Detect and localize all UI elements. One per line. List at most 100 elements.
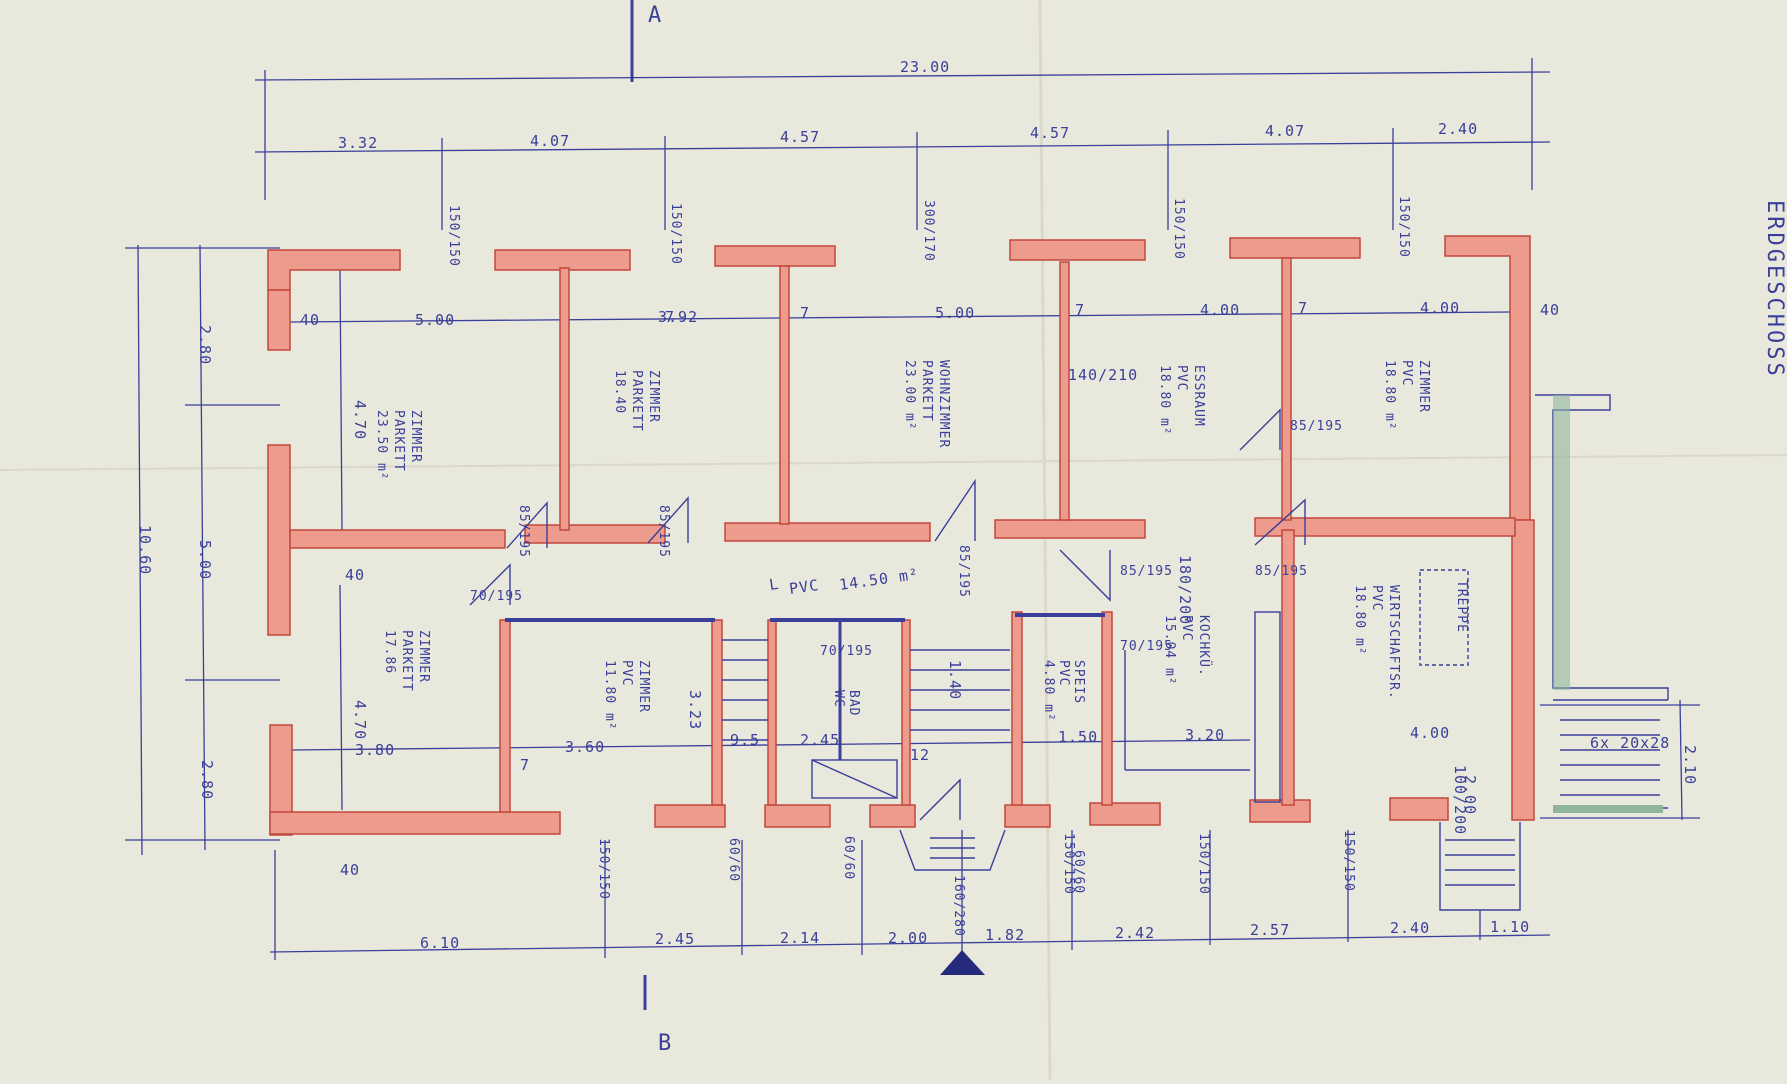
dimension-lines	[125, 0, 1700, 1010]
top-dimension-labels: 3.32 4.07 4.57 4.57 4.07 2.40	[338, 120, 1477, 152]
walls	[267, 235, 1535, 836]
misc-mark: 40	[1540, 301, 1560, 319]
room-width: 5.00	[415, 311, 455, 329]
bottom-dim: 6.10	[420, 934, 460, 952]
door-mark: 85/195	[1120, 564, 1173, 579]
bottom-dim: 1.10	[1490, 918, 1530, 936]
misc-mark: 1.40	[946, 660, 964, 700]
room-name: ZIMMER	[408, 410, 423, 463]
room-width: 3.60	[565, 738, 605, 756]
misc-mark: 140/210	[1068, 366, 1138, 384]
top-dim: 4.07	[530, 132, 570, 150]
window-mark: 150/150	[1196, 833, 1211, 895]
terrace-edge	[1553, 395, 1570, 690]
room-labels: ZIMMER PARKETT 23.50 m² 5.00 4.70 ZIMMER…	[351, 299, 1469, 759]
bottom-dim: 2.57	[1250, 921, 1290, 939]
top-dim: 4.57	[1030, 124, 1070, 142]
misc-mark: 2.10	[1681, 745, 1699, 785]
bottom-dimension-labels: 6.10 2.45 2.14 2.00 1.82 2.42 2.57 2.40 …	[420, 918, 1530, 952]
misc-mark: 180/200	[1176, 555, 1194, 625]
top-dim: 4.07	[1265, 122, 1305, 140]
misc-mark: 100/200	[1451, 765, 1469, 835]
misc-mark: 7	[800, 304, 810, 322]
room-width: 4.00	[1200, 301, 1240, 319]
sill-mark: 60/60	[726, 838, 741, 882]
room-floor: PARKETT	[629, 370, 644, 432]
bottom-dim: 2.45	[655, 930, 695, 948]
door-mark: 70/195	[470, 589, 523, 604]
misc-mark: 7	[665, 308, 675, 326]
room-floor: PVC	[1399, 360, 1414, 386]
door-mark: 85/195	[516, 505, 531, 558]
paper-fold	[0, 454, 1787, 471]
bottom-dim: 2.42	[1115, 924, 1155, 942]
room-floor: PVC	[619, 660, 634, 686]
left-dim: 2.80	[198, 760, 216, 800]
room-floor: PVC	[1179, 615, 1194, 641]
bottom-dim: 2.40	[1390, 919, 1430, 937]
room-area: 17.86	[382, 630, 397, 674]
hall-name: L	[768, 575, 780, 594]
room-name: WOHNZIMMER	[936, 360, 951, 448]
room-depth: 4.70	[351, 400, 369, 440]
room-floor: PARKETT	[391, 410, 406, 472]
misc-mark: 7	[1075, 301, 1085, 319]
room-area: 11.80 m²	[602, 660, 617, 731]
room-floor: PARKETT	[919, 360, 934, 422]
left-dim: 5.00	[196, 540, 214, 580]
door-mark: 70/195	[820, 644, 873, 659]
room-area: 23.50 m²	[374, 410, 389, 481]
room-width: 4.00	[1410, 724, 1450, 742]
room-width: 5.00	[935, 304, 975, 322]
room-area: 18.80 m²	[1157, 365, 1172, 436]
entrance-arrow	[940, 950, 985, 975]
room-name: WIRTSCHAFTSR.	[1386, 585, 1401, 700]
door-mark: 70/195	[1120, 639, 1173, 654]
stair-label: TREPPE	[1454, 580, 1469, 633]
sill-mark: 60/60	[841, 836, 856, 880]
misc-mark: 2.45	[800, 731, 840, 749]
misc-marks: 7 7 7 7 7 40 40 40 40 140/210 180/200 1.…	[300, 299, 1699, 879]
overall-depth: 10.60	[136, 525, 154, 575]
room-name: ZIMMER	[636, 660, 651, 713]
interior-lines	[469, 394, 1669, 911]
room-name: KOCHKÜ.	[1196, 615, 1213, 677]
misc-mark: 7	[1298, 299, 1308, 317]
room-floor: PVC	[1056, 660, 1071, 686]
paper-fold	[1038, 0, 1052, 1081]
window-mark: 150/150	[668, 203, 683, 265]
top-window-marks: 150/150 150/150 300/170 150/150 150/150	[446, 196, 1411, 267]
room-area: 18.80 m²	[1382, 360, 1397, 431]
room-name: ZIMMER	[1416, 360, 1431, 413]
room-width: 3.80	[355, 741, 395, 759]
misc-mark: 2.00	[1461, 775, 1479, 815]
room-name: ESSRAUM	[1191, 365, 1206, 427]
room-area: 4.80 m²	[1041, 660, 1056, 722]
misc-mark: 9.5	[730, 731, 760, 749]
bottom-dim: 1.82	[985, 926, 1025, 944]
section-mark-bottom: B	[658, 1031, 674, 1056]
room-floor: PVC	[1369, 585, 1384, 611]
room-name: ZIMMER	[646, 370, 661, 423]
room-area: 18.80 m²	[1352, 585, 1367, 656]
door-mark: 85/195	[956, 545, 971, 598]
door-mark: 85/195	[1255, 564, 1308, 579]
window-mark: 150/150	[446, 205, 461, 267]
bath-extra: WC	[831, 690, 846, 708]
room-width: 1.50	[1058, 728, 1098, 746]
window-mark: 150/150	[1396, 196, 1411, 258]
room-depth: 3.23	[686, 690, 704, 730]
door-mark: 85/195	[656, 505, 671, 558]
misc-mark: 40	[300, 311, 320, 329]
misc-mark: 40	[345, 566, 365, 584]
misc-mark: 7	[520, 756, 530, 774]
room-name: ZIMMER	[416, 630, 431, 683]
window-mark: 150/150	[1341, 830, 1356, 892]
left-dim: 2.80	[196, 325, 214, 365]
window-mark: 150/150	[1171, 198, 1186, 260]
room-width: 3.92	[658, 308, 698, 326]
overall-width: 23.00	[900, 58, 950, 76]
entrance-mark: 160/280	[951, 875, 966, 937]
drawing-title: ERDGESCHOSS	[1762, 200, 1787, 379]
